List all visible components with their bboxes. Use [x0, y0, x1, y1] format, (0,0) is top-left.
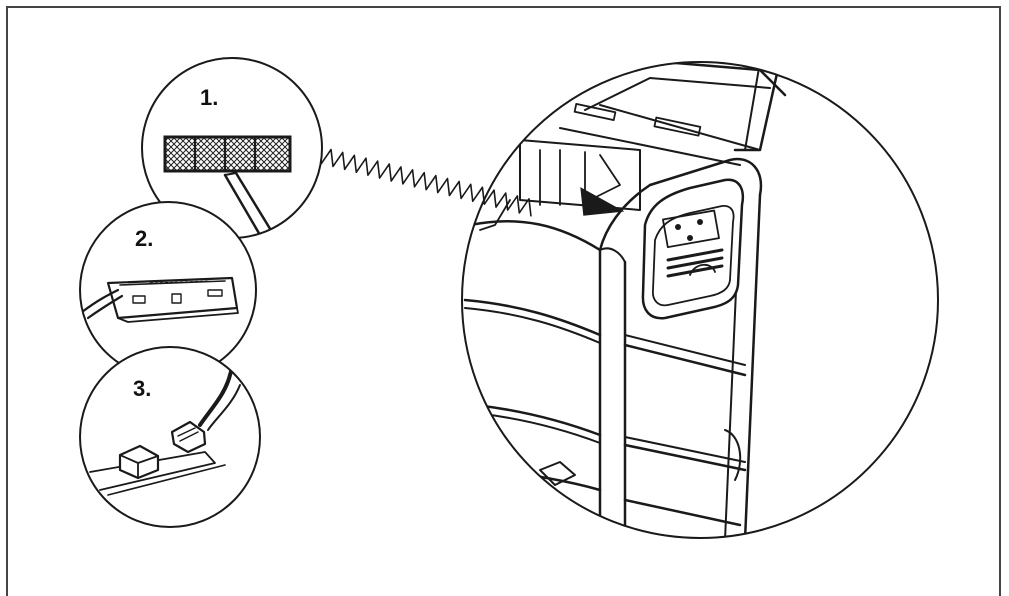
direction-arrow: [299, 142, 625, 217]
step-1-label: 1.: [200, 85, 218, 110]
step-3-label: 3.: [133, 376, 151, 401]
step-2-circle: 2.: [79, 201, 257, 379]
diagram-frame: [6, 6, 1001, 596]
fridge-detail-view: [461, 61, 939, 539]
ventilation-grille: [163, 135, 292, 173]
step-2-label: 2.: [135, 226, 153, 251]
step-3-circle: 3.: [79, 346, 261, 528]
step-1-circle: 1.: [141, 57, 323, 239]
